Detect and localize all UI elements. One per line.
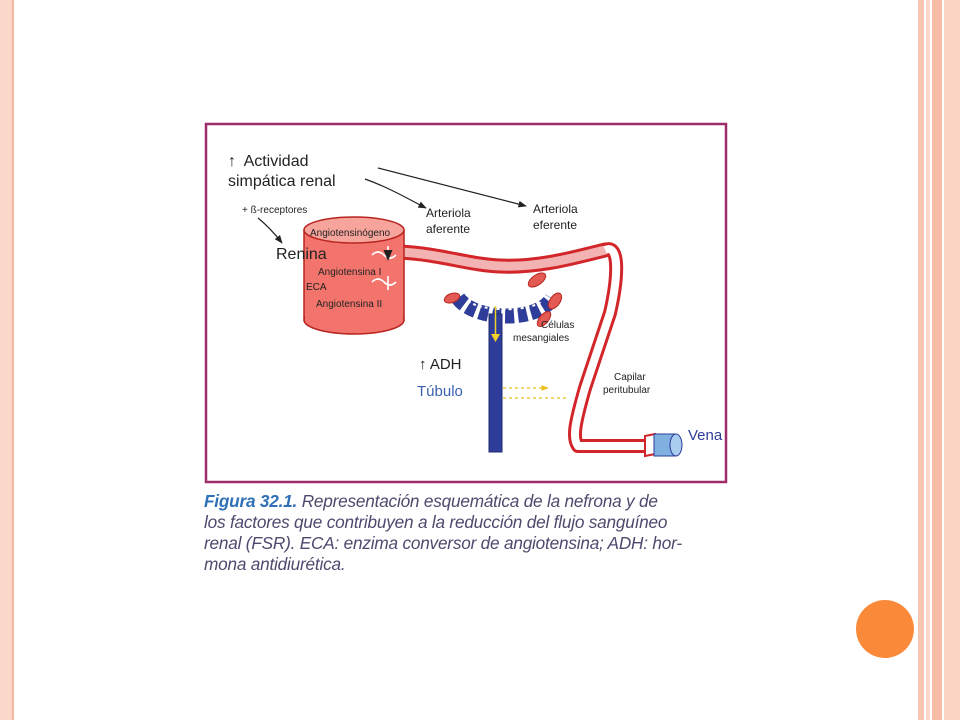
arrow-to-renina-icon xyxy=(257,217,283,244)
vena-opening xyxy=(669,433,683,457)
diagram-frame xyxy=(204,122,728,484)
mesangial-cells xyxy=(443,272,563,327)
peritubular-capillary-label-2: peritubular xyxy=(603,385,651,396)
mesangial-cells-label-2: mesangiales xyxy=(513,333,569,344)
tubulo-label: Túbulo xyxy=(417,383,463,400)
arrow-to-efferent-icon xyxy=(377,167,527,208)
beta-receptors-label: + ß-receptores xyxy=(242,205,307,216)
caption-line-4: mona antidiurética. xyxy=(204,554,346,574)
angiotensin-2-label: Angiotensina II xyxy=(316,299,382,310)
adh-label: ↑ ADH xyxy=(419,356,462,373)
increase-arrow-glyph: ↑ xyxy=(228,153,236,170)
mesangial-cells-label-1: Células xyxy=(541,320,574,331)
caption-line-3: renal (FSR). ECA: enzima conversor de an… xyxy=(204,533,682,553)
angiotensin-1-label: Angiotensina I xyxy=(318,267,381,278)
efferent-arteriole-label-1: Arteriola xyxy=(533,202,578,216)
sympathetic-renal-label: simpática renal xyxy=(228,173,336,190)
arrow-to-afferent-icon xyxy=(364,178,427,209)
peritubular-capillary-label-1: Capilar xyxy=(614,372,646,383)
afferent-arteriole-label-1: Arteriola xyxy=(426,206,471,220)
left-border-decoration xyxy=(0,0,14,720)
sympathetic-activity-label: Actividad xyxy=(244,153,309,170)
vena-label: Vena xyxy=(688,427,723,444)
caption-line-2: los factores que contribuyen a la reducc… xyxy=(204,512,668,532)
renina-label: Renina xyxy=(276,246,327,263)
glomerulus xyxy=(451,292,559,324)
conversion-arrow-icon xyxy=(371,278,397,286)
caption-line-1: Representación esquemática de la nefrona… xyxy=(301,491,658,511)
orange-circle-decoration xyxy=(856,600,914,658)
figure-number: Figura 32.1. xyxy=(204,491,298,511)
efferent-arteriole-label-2: eferente xyxy=(533,218,577,232)
nephron-diagram: ↑ Actividad simpática renal + ß-receptor… xyxy=(204,122,728,484)
renin-cylinder-top xyxy=(303,216,405,244)
figure-caption: Figura 32.1. Representación esquemática … xyxy=(204,491,730,575)
peritubular-capillary xyxy=(570,245,645,450)
angiotensinogen-label: Angiotensinógeno xyxy=(310,228,391,239)
afferent-arteriole-label-2: aferente xyxy=(426,222,470,236)
afferent-arteriole xyxy=(395,245,610,271)
eca-label: ECA xyxy=(306,282,327,293)
figure-32-1: ↑ Actividad simpática renal + ß-receptor… xyxy=(200,118,730,580)
svg-text:↑ Actividad: ↑ Actividad xyxy=(228,153,308,170)
right-stripe-decoration xyxy=(918,0,960,720)
